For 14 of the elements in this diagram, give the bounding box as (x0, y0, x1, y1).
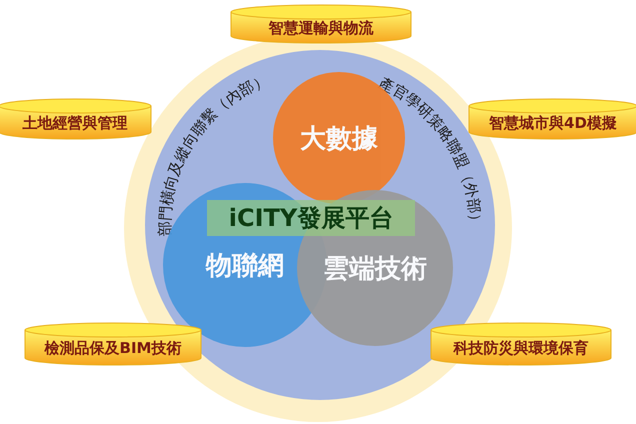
circle-label: 大數據 (300, 122, 378, 156)
topic-label: 智慧城市與4D模擬 (489, 114, 617, 132)
circle-label: 物聯網 (206, 250, 284, 282)
cylinder-box (0, 98, 152, 140)
cylinder-box (230, 4, 412, 44)
topic-label: 檢測品保及BIM技術 (44, 338, 182, 358)
topic-label: 土地經營與管理 (22, 114, 128, 132)
cylinder-box (24, 322, 202, 366)
topic-label: 科技防災與環境保育 (454, 338, 588, 358)
cylinder-box (430, 322, 612, 366)
topic-label: 智慧運輸與物流 (268, 18, 374, 38)
cylinder-box (468, 98, 636, 140)
platform-banner (207, 200, 415, 236)
circle-label: 雲端技術 (323, 252, 427, 286)
